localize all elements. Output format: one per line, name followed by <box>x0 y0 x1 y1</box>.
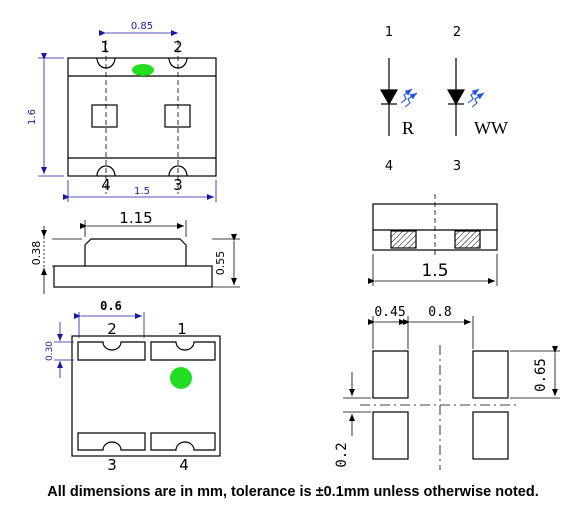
bottom-pin-4: 4 <box>179 456 189 474</box>
dim-top-width: 0.85 <box>131 21 153 32</box>
dim-side-total-height: 0.55 <box>214 251 227 276</box>
dim-footprint-pad-height: 0.65 <box>533 358 549 392</box>
bottom-pad-2 <box>77 341 146 361</box>
bottom-pin-2: 2 <box>107 320 117 338</box>
footprint-pad-top-left <box>372 350 409 399</box>
schematic <box>379 58 466 136</box>
dim-end-width: 1.5 <box>421 261 448 281</box>
footprint-pad-bottom-right <box>472 411 509 460</box>
schematic-pin-4: 4 <box>385 159 393 174</box>
top-pin-1: 1 <box>100 38 110 56</box>
label-warm-white: WW <box>474 118 508 138</box>
footprint-pad-bottom-left <box>372 411 409 460</box>
dim-side-body-height: 0.38 <box>30 241 43 266</box>
top-view-die-left <box>91 104 118 128</box>
side-view <box>52 220 240 288</box>
bottom-polarity-mark <box>170 367 192 389</box>
end-view-pad-right <box>454 230 481 249</box>
top-view <box>67 40 217 194</box>
dim-top-height: 1.6 <box>27 109 38 125</box>
schematic-pin-3: 3 <box>453 159 461 174</box>
top-pin-3: 3 <box>173 176 183 194</box>
diode-red-symbol <box>379 89 399 106</box>
diode-ww-symbol <box>446 89 466 106</box>
bottom-pad-4 <box>150 432 216 451</box>
footer-note: All dimensions are in mm, tolerance is ±… <box>47 484 539 500</box>
dim-side-top-width: 1.15 <box>119 209 152 227</box>
bottom-pin-3: 3 <box>107 456 117 474</box>
polarity-mark <box>132 64 154 76</box>
bottom-view <box>71 335 221 457</box>
bottom-pin-1: 1 <box>177 320 187 338</box>
footprint <box>360 345 520 470</box>
footprint-pad-top-right <box>472 350 509 399</box>
bottom-view-body <box>71 335 221 457</box>
label-red: R <box>402 118 414 138</box>
side-view-substrate <box>53 265 213 288</box>
bottom-pad-1 <box>150 341 216 361</box>
dim-bottom-pad-width: 0.6 <box>100 299 122 313</box>
bottom-pad-3 <box>77 432 146 451</box>
top-view-body <box>67 57 217 177</box>
dim-footprint-pad-width: 0.45 <box>374 305 405 320</box>
end-view <box>368 194 498 286</box>
dim-footprint-pad-spacing: 0.2 <box>334 442 350 467</box>
dim-top-bottom-width: 1.5 <box>134 186 150 197</box>
top-pin-4: 4 <box>101 176 111 194</box>
top-view-die-right <box>164 104 191 128</box>
dim-footprint-pad-gap: 0.8 <box>428 305 451 320</box>
dim-bottom-pad-height: 0.30 <box>45 341 55 361</box>
emission-arrows <box>400 88 485 108</box>
top-pin-2: 2 <box>173 38 183 56</box>
schematic-pin-2: 2 <box>453 25 461 40</box>
schematic-pin-1: 1 <box>385 25 393 40</box>
end-view-pad-left <box>390 230 417 249</box>
